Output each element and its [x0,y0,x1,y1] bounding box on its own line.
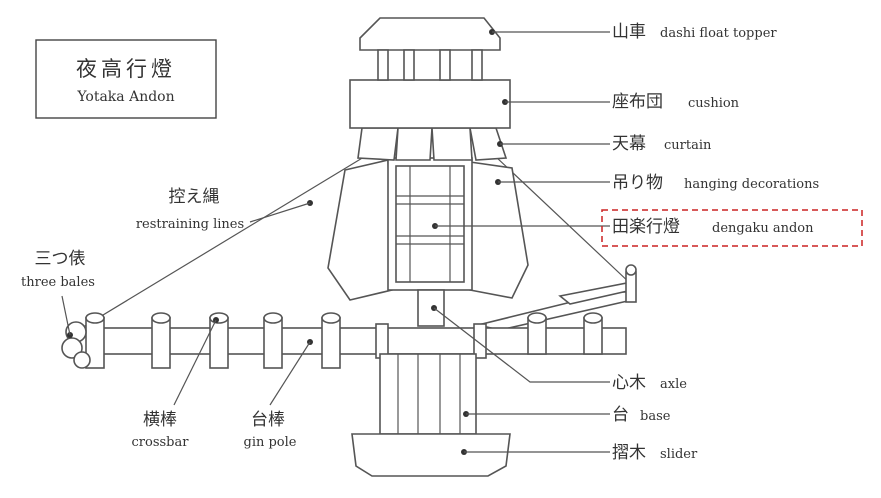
hanging-decoration-left [327,158,393,301]
label-crossbar-en: crossbar [132,435,190,450]
float-illustration [61,17,637,477]
highlight-box [601,209,863,247]
label-hanging: 吊り物 hanging decorations [612,173,819,193]
label-curtain-jp: 天幕 [612,134,646,154]
label-restraining-en: restraining lines [136,217,244,232]
label-slider-en: slider [660,447,698,462]
collar-left [375,323,389,359]
label-hanging-jp: 吊り物 [612,173,663,193]
label-slider-jp: 摺木 [612,443,646,463]
label-ginpole: 台棒 gin pole [244,410,297,450]
label-ginpole-jp: 台棒 [251,410,285,430]
label-cushion: 座布団 cushion [612,92,740,112]
label-dengaku: 田楽行燈 dengaku andon [601,209,863,247]
label-crossbar: 横棒 crossbar [132,410,190,450]
right-rail [477,264,637,331]
label-axle: 心木 axle [612,373,687,393]
label-cushion-en: cushion [688,96,740,111]
title-box: 夜高行燈 Yotaka Andon [35,39,217,119]
label-bales-jp: 三つ俵 [35,249,86,269]
label-base: 台 base [612,405,671,425]
label-restraining: 控え縄 restraining lines [136,187,244,232]
restraining-line-left [69,139,393,336]
title-en: Yotaka Andon [76,89,174,105]
label-ginpole-en: gin pole [244,435,297,450]
label-cushion-jp: 座布団 [612,92,663,112]
collar-right [473,323,487,359]
cushion [349,79,511,129]
label-base-jp: 台 [612,405,629,425]
curtain [357,127,508,161]
label-bales: 三つ俵 three bales [21,249,95,290]
three-bales [61,321,91,369]
label-slider: 摺木 slider [612,443,698,463]
title-jp: 夜高行燈 [76,57,176,81]
label-dashi-en: dashi float topper [660,26,777,41]
label-restraining-jp: 控え縄 [169,187,220,207]
label-hanging-en: hanging decorations [684,177,819,192]
label-dashi: 山車 dashi float topper [612,22,777,42]
leaders [61,29,610,455]
label-curtain-en: curtain [664,138,712,153]
dashi-topper [359,17,501,81]
crossbar-posts [85,312,603,369]
label-axle-en: axle [660,377,687,392]
label-dengaku-jp: 田楽行燈 [612,217,680,237]
label-axle-jp: 心木 [612,373,646,393]
label-dengaku-en: dengaku andon [712,221,814,236]
label-crossbar-jp: 横棒 [143,410,177,430]
label-bales-en: three bales [21,275,95,290]
dengaku-andon-lantern [387,157,473,291]
label-curtain: 天幕 curtain [612,134,712,154]
label-base-en: base [640,409,671,424]
base [379,353,477,435]
restraining-line-right [477,139,633,286]
slider [351,433,511,477]
label-dashi-jp: 山車 [612,22,646,42]
